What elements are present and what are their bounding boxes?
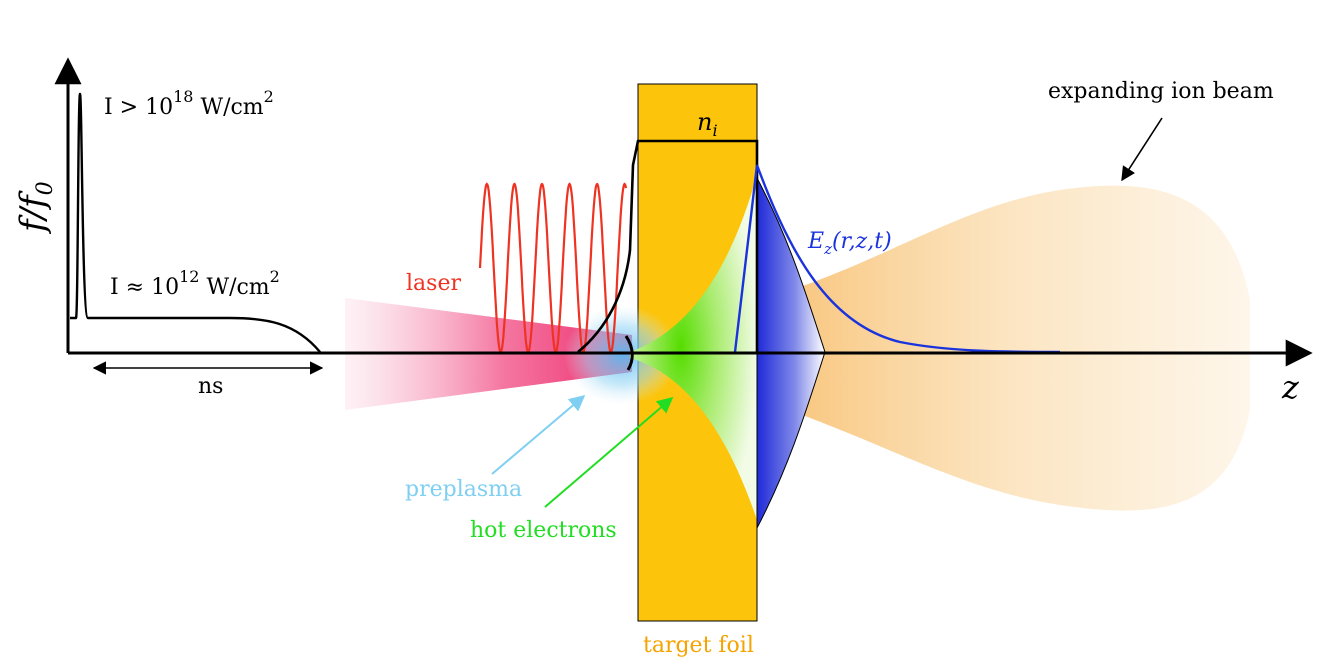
preplasma-label: preplasma bbox=[405, 477, 522, 502]
ion-density-label: ni bbox=[697, 108, 718, 140]
preplasma-arrow bbox=[491, 394, 586, 475]
pulse-profile bbox=[70, 92, 321, 353]
peak-intensity-label: I > 1018 W/cm2 bbox=[104, 87, 274, 120]
duration-label: ns bbox=[198, 374, 223, 399]
ion-density-profile bbox=[577, 139, 759, 354]
laser-wave bbox=[478, 182, 628, 354]
pedestal-intensity-label: I ≈ 1012 W/cm2 bbox=[110, 267, 280, 300]
hot-electrons-label: hot electrons bbox=[470, 518, 617, 543]
ion-beam-label: expanding ion beam bbox=[1048, 79, 1274, 104]
ion-beam-cone bbox=[760, 185, 1250, 511]
hot-electrons-arrow bbox=[544, 396, 674, 508]
target-foil-label: target foil bbox=[643, 633, 754, 658]
field-label: Ez(r,z,t) bbox=[807, 229, 892, 258]
ion-beam-arrow bbox=[1121, 117, 1163, 182]
x-axis-label: z bbox=[1281, 368, 1300, 406]
hot-electron-cloud bbox=[630, 175, 757, 520]
laser-label: laser bbox=[406, 271, 461, 296]
y-axis-label: f/f0 bbox=[13, 181, 58, 235]
preplasma-cloud bbox=[564, 305, 680, 405]
